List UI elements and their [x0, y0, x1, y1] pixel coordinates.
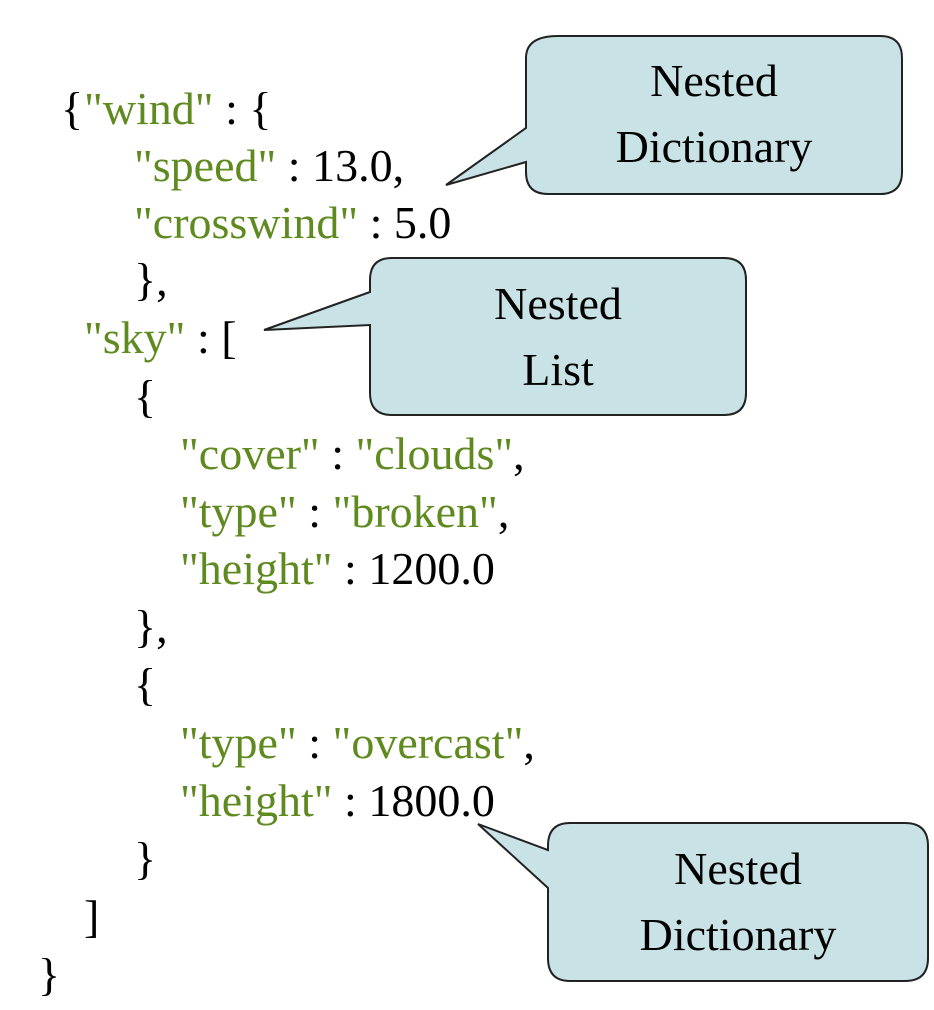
- type2-sep: :: [296, 717, 333, 768]
- height2-value: : 1800.0: [332, 775, 495, 826]
- callout-middle-text: Nested List: [370, 271, 746, 403]
- code-line-obj1-close: },: [134, 598, 168, 656]
- cover-value: "clouds": [355, 428, 514, 479]
- sky-key: "sky": [84, 312, 186, 363]
- list-close-bracket: ]: [84, 891, 100, 942]
- type2-value: "overcast": [332, 717, 524, 768]
- code-line-root-open: {: [38, 22, 83, 138]
- code-line-crosswind: "crosswind" : 5.0: [134, 194, 451, 252]
- cover-comma: ,: [513, 428, 525, 479]
- obj2-close-brace: }: [134, 833, 157, 884]
- code-line-sky: "sky" : [: [84, 309, 237, 367]
- callout-middle-line2: List: [522, 344, 594, 395]
- cover-sep: :: [319, 428, 356, 479]
- code-line-obj2-open: {: [134, 656, 156, 714]
- callout-bottom-line1: Nested: [674, 843, 802, 894]
- code-line-wind: "wind" : {: [84, 80, 271, 138]
- code-line-type1: "type" : "broken",: [180, 483, 509, 541]
- obj1-open-brace: {: [134, 371, 157, 422]
- root-open-brace: {: [61, 83, 84, 134]
- callout-top-line1: Nested: [650, 55, 778, 106]
- code-line-height1: "height" : 1200.0: [180, 540, 495, 598]
- callout-top-bubble: [445, 35, 903, 195]
- code-line-type2: "type" : "overcast",: [180, 714, 535, 772]
- type2-key: "type": [180, 717, 297, 768]
- callout-bottom-bubble: [477, 822, 929, 982]
- type2-comma: ,: [523, 717, 535, 768]
- type1-sep: :: [296, 486, 333, 537]
- code-line-obj2-close: }: [134, 830, 156, 888]
- root-close-brace: }: [38, 949, 61, 1000]
- height2-key: "height": [180, 775, 333, 826]
- code-line-height2: "height" : 1800.0: [180, 772, 495, 830]
- callout-middle-bubble: [263, 257, 747, 416]
- callout-bottom-text: Nested Dictionary: [548, 836, 928, 968]
- code-line-wind-close: },: [134, 251, 168, 309]
- callout-middle-line1: Nested: [494, 278, 622, 329]
- sky-open-bracket: : [: [185, 312, 237, 363]
- code-line-list-close: ]: [84, 888, 99, 946]
- wind-key: "wind": [84, 83, 214, 134]
- speed-key: "speed": [134, 140, 277, 191]
- speed-value: : 13.0,: [276, 140, 405, 191]
- wind-close-brace: },: [134, 254, 168, 305]
- callout-bottom-line2: Dictionary: [639, 909, 837, 960]
- crosswind-key: "crosswind": [134, 197, 359, 248]
- type1-value: "broken": [332, 486, 498, 537]
- callout-top-line2: Dictionary: [615, 121, 813, 172]
- code-line-obj1-open: {: [134, 368, 156, 426]
- cover-key: "cover": [180, 428, 320, 479]
- height1-key: "height": [180, 543, 333, 594]
- callout-top-text: Nested Dictionary: [526, 48, 902, 180]
- obj1-close-brace: },: [134, 601, 168, 652]
- code-line-root-close: }: [38, 946, 60, 1004]
- wind-open: : {: [213, 83, 272, 134]
- crosswind-value: : 5.0: [358, 197, 452, 248]
- type1-comma: ,: [497, 486, 510, 537]
- type1-key: "type": [180, 486, 297, 537]
- height1-value: : 1200.0: [332, 543, 495, 594]
- code-line-speed: "speed" : 13.0,: [134, 137, 404, 195]
- obj2-open-brace: {: [134, 659, 157, 710]
- code-line-cover: "cover" : "clouds",: [180, 425, 525, 483]
